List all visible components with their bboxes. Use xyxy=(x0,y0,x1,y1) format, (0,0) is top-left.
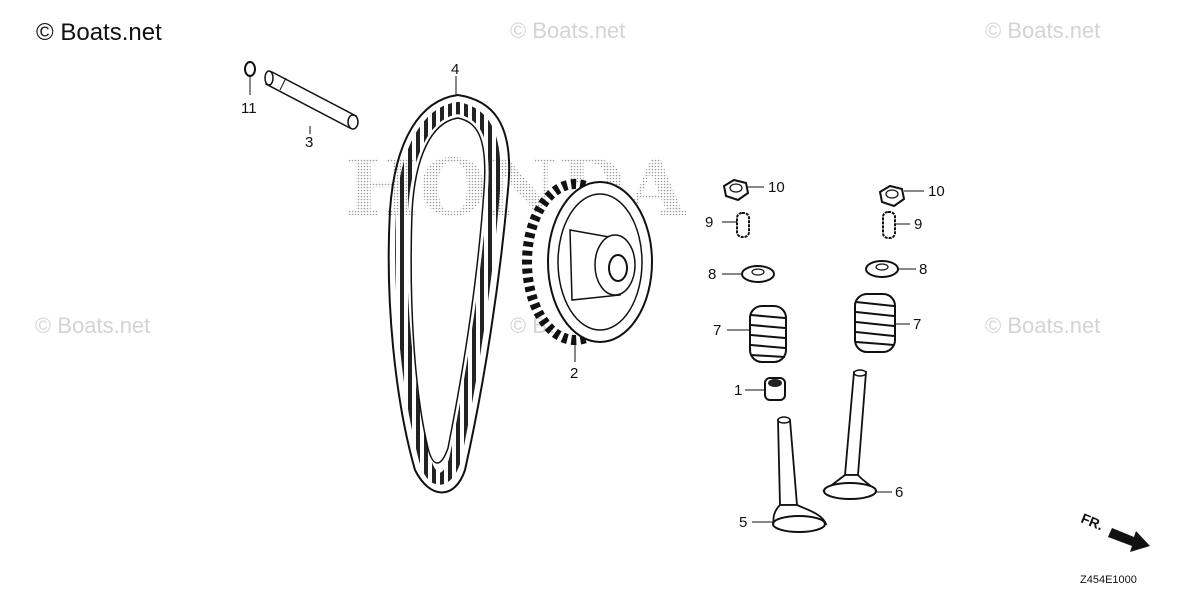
part-7-spring-left xyxy=(727,305,787,363)
callout-11: 11 xyxy=(241,100,257,117)
diagram-code: Z454E1000 xyxy=(1080,574,1137,586)
front-arrow-icon xyxy=(1108,528,1150,552)
part-5-intake-valve xyxy=(752,416,828,533)
watermark-main: © Boats.net xyxy=(36,19,162,46)
callout-10-right: 10 xyxy=(928,183,945,200)
front-direction-indicator: FR. xyxy=(1079,510,1150,552)
callout-3: 3 xyxy=(305,134,313,151)
callout-9-right: 9 xyxy=(914,216,922,233)
callout-9-left: 9 xyxy=(705,214,713,231)
part-6-exhaust-valve xyxy=(822,369,892,500)
callout-7-right: 7 xyxy=(913,316,921,333)
watermark-top-right: © Boats.net xyxy=(985,18,1100,43)
watermark-mid-left: © Boats.net xyxy=(35,313,150,338)
callout-6: 6 xyxy=(895,484,903,501)
callout-4: 4 xyxy=(451,61,459,78)
part-7-spring-right xyxy=(854,293,910,353)
part-10-nut-right xyxy=(878,184,924,208)
part-8-retainer-right xyxy=(865,260,916,278)
callout-8-left: 8 xyxy=(708,266,716,283)
watermark-mid-right: © Boats.net xyxy=(985,313,1100,338)
callout-5: 5 xyxy=(739,514,747,531)
part-9-adjuster-left xyxy=(722,212,750,238)
part-4-timing-belt xyxy=(387,76,511,494)
part-2-camshaft-pulley xyxy=(522,179,653,362)
callout-1: 1 xyxy=(734,382,742,399)
part-3-shaft xyxy=(264,70,359,134)
callout-10-left: 10 xyxy=(768,179,785,196)
watermark-top-center: © Boats.net xyxy=(510,18,625,43)
front-label: FR. xyxy=(1079,510,1106,533)
callout-7-left: 7 xyxy=(713,322,721,339)
part-11-o-ring xyxy=(244,61,256,95)
callout-2: 2 xyxy=(570,365,578,382)
part-8-retainer-left xyxy=(722,265,775,283)
part-1-valve-seal xyxy=(745,377,786,401)
part-9-adjuster-right xyxy=(882,211,910,239)
part-10-nut-left xyxy=(722,178,764,202)
callout-8-right: 8 xyxy=(919,261,927,278)
